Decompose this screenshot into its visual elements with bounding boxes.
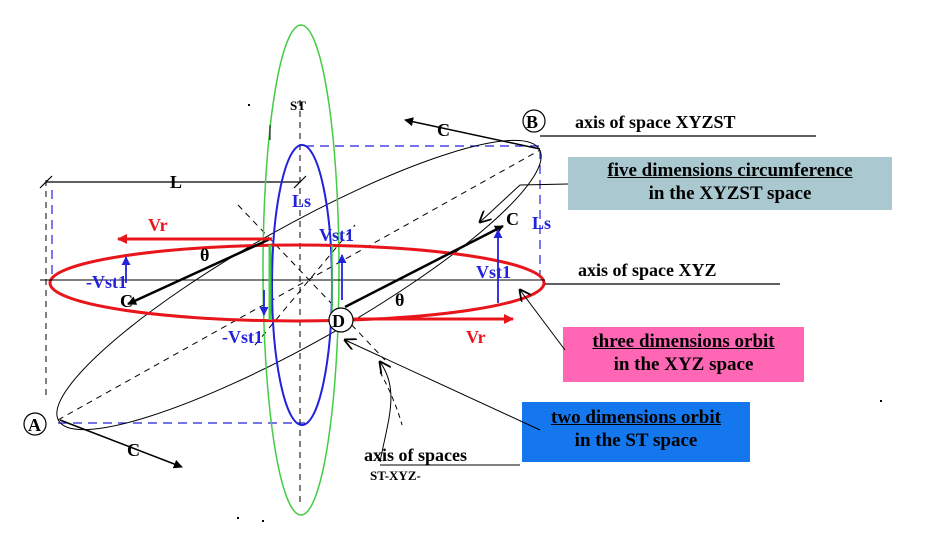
xyzst-caption-box xyxy=(568,157,892,210)
black-dashed-lines xyxy=(45,100,541,505)
c-arrow-bottom xyxy=(59,419,183,469)
leader-lines xyxy=(269,125,569,466)
label-c-top: C xyxy=(437,120,450,140)
c-arrow-top xyxy=(404,117,541,150)
point-d-marker xyxy=(328,307,354,333)
c-arrow-right xyxy=(344,224,504,309)
label-ls-right: Ls xyxy=(532,213,551,233)
label-vst1-left: -Vst1 xyxy=(86,272,127,292)
label-l: L xyxy=(170,172,182,192)
st-caption-box xyxy=(522,402,750,462)
label-theta-right: θ xyxy=(395,290,404,310)
st-circumference-green xyxy=(262,24,340,516)
point-a-marker xyxy=(23,412,47,436)
st-orbit-blue xyxy=(271,144,333,426)
label-axis-spaces-2: ST-XYZ- xyxy=(370,468,421,483)
label-c-left: C xyxy=(120,291,133,311)
xyz-caption-line2: in the XYZ space xyxy=(613,354,754,375)
xyz-orbit-red xyxy=(48,243,546,323)
label-vr-top: Vr xyxy=(148,215,168,235)
st-caption: two dimensions orbit in the ST space xyxy=(522,402,750,466)
xyzst-caption-line2: in the XYZST space xyxy=(648,183,812,204)
label-point-d: D xyxy=(332,311,345,331)
label-ls-left: Ls xyxy=(292,191,311,211)
st-caption-line1: two dimensions orbit xyxy=(551,407,721,428)
label-st: ST xyxy=(290,98,306,113)
label-axis-spaces-1: axis of spaces xyxy=(364,445,467,465)
label-point-a: A xyxy=(28,415,41,435)
label-c-bottom: C xyxy=(127,440,140,460)
xyzst-caption-line1: five dimensions circumference xyxy=(607,160,853,181)
label-theta-left: θ xyxy=(200,245,209,265)
point-b-marker xyxy=(522,109,546,133)
xyz-caption-line1: three dimensions orbit xyxy=(592,331,775,352)
c-arrow-left xyxy=(127,237,271,306)
xyz-caption: three dimensions orbit in the XYZ space xyxy=(563,327,804,385)
label-vr-bottom: Vr xyxy=(466,327,486,347)
dimension-l xyxy=(39,175,307,189)
st-caption-line2: in the ST space xyxy=(574,430,698,451)
stray-marks xyxy=(237,104,882,522)
xyz-caption-box xyxy=(563,327,804,382)
vst1-arrows xyxy=(121,229,503,316)
label-vst1-right: Vst1 xyxy=(476,262,511,282)
label-vst1-center-top: Vst1 xyxy=(319,225,354,245)
label-axis-xyzst: axis of space XYZST xyxy=(575,112,736,132)
label-c-right: C xyxy=(506,209,519,229)
label-vst1-center-bottom: -Vst1 xyxy=(222,327,263,347)
xyzst-caption: five dimensions circumference in the XYZ… xyxy=(568,157,892,212)
label-axis-xyz: axis of space XYZ xyxy=(578,260,717,280)
construction-lines xyxy=(51,145,541,424)
label-point-b: B xyxy=(526,112,538,132)
